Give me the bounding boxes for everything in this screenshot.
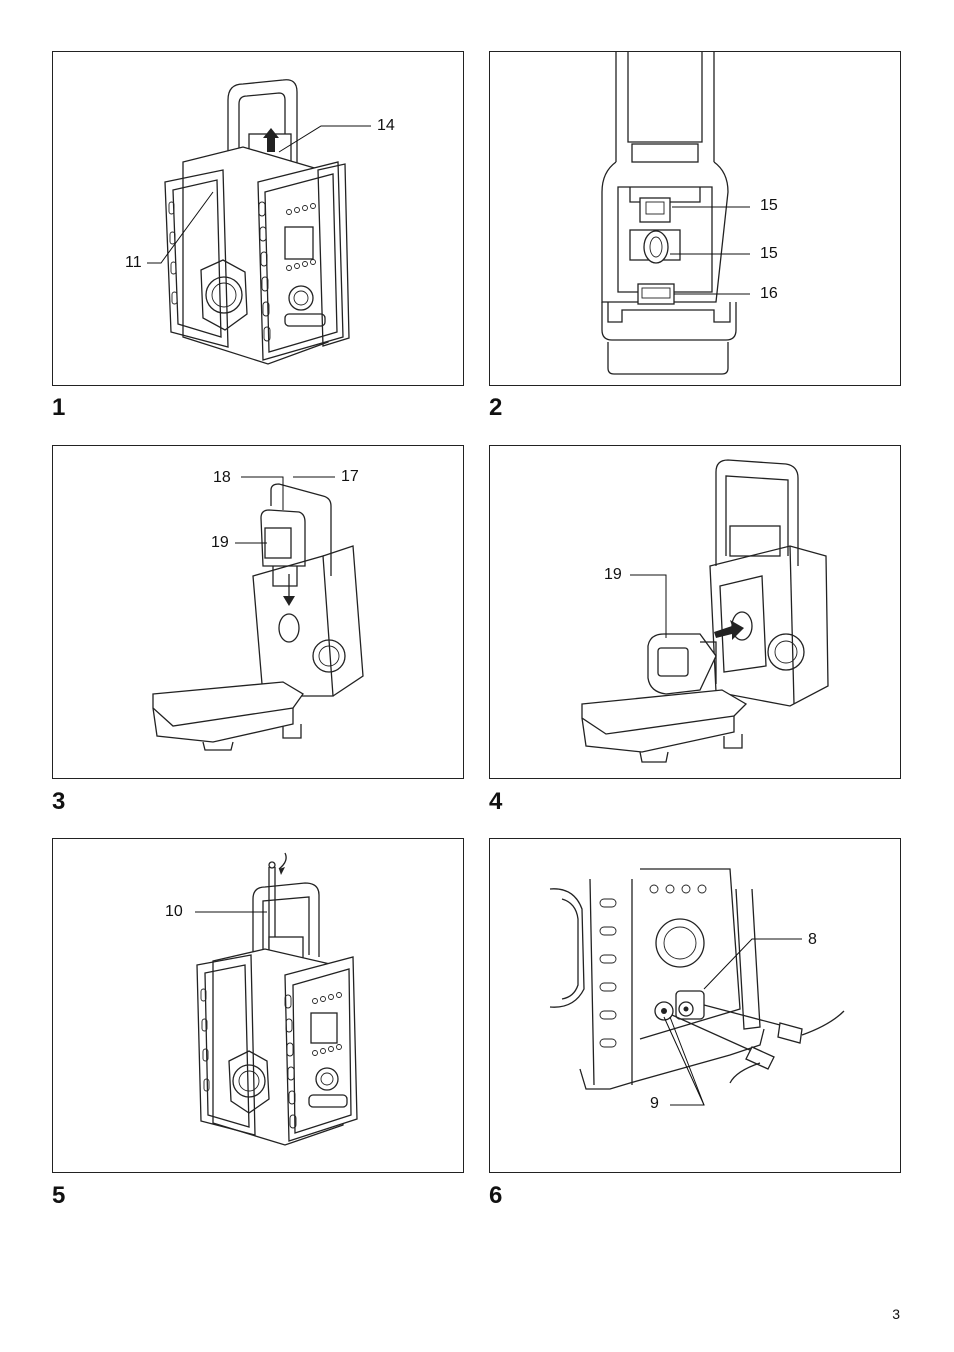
figure-1-illustration — [53, 52, 465, 387]
callout-16: 16 — [760, 286, 778, 302]
figure-6-number: 6 — [489, 1182, 502, 1210]
callout-10: 10 — [165, 904, 183, 920]
callout-19: 19 — [604, 567, 622, 583]
figure-1-number: 1 — [52, 394, 65, 422]
callout-17: 17 — [341, 469, 359, 485]
callout-19: 19 — [211, 535, 229, 551]
page-number: 3 — [892, 1306, 900, 1322]
figure-3-illustration — [53, 446, 465, 780]
figure-1-panel: 14 11 — [52, 51, 464, 386]
callout-8: 8 — [808, 932, 817, 948]
callout-18: 18 — [213, 470, 231, 486]
figure-5-illustration — [53, 839, 465, 1174]
callout-15-lower: 15 — [760, 246, 778, 262]
figure-5-panel: 10 — [52, 838, 464, 1173]
figure-4-illustration — [490, 446, 902, 780]
figure-2-panel: 15 15 16 — [489, 51, 901, 386]
callout-9: 9 — [650, 1096, 659, 1112]
figure-3-number: 3 — [52, 788, 65, 816]
figure-4-panel: 19 — [489, 445, 901, 779]
figure-6-illustration — [490, 839, 902, 1174]
figure-5-number: 5 — [52, 1182, 65, 1210]
callout-14: 14 — [377, 118, 395, 134]
callout-11: 11 — [125, 255, 142, 271]
figure-4-number: 4 — [489, 788, 502, 816]
figure-3-panel: 18 17 19 — [52, 445, 464, 779]
figure-2-illustration — [490, 52, 902, 387]
figure-6-panel: 8 9 — [489, 838, 901, 1173]
callout-15-upper: 15 — [760, 198, 778, 214]
figure-2-number: 2 — [489, 394, 502, 422]
